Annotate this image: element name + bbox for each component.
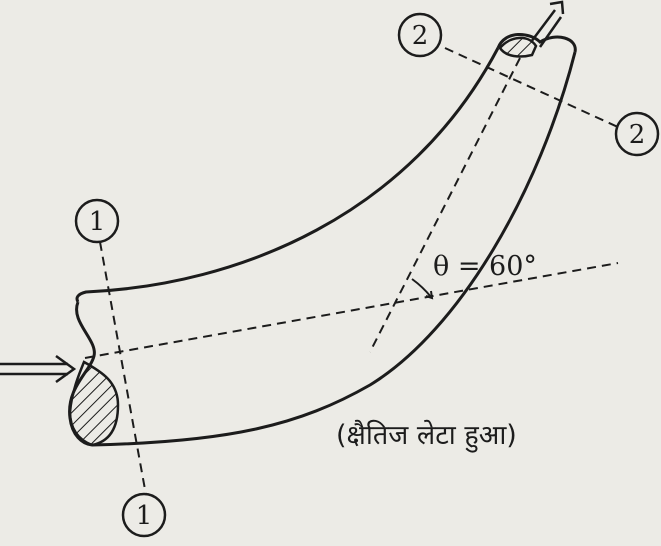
outlet-rim (496, 33, 577, 53)
angle-arc (411, 278, 432, 298)
section-marker-1-top: 1 (74, 198, 120, 244)
section-marker-2-left: 2 (397, 12, 443, 58)
pipe-bend (68, 47, 577, 447)
section-label-2-right: 2 (629, 120, 646, 150)
outlet-centerline (369, 57, 521, 353)
pipe-inner-wall (91, 51, 577, 447)
section-label-1-top: 1 (89, 207, 106, 237)
caption: (क्षैतिज लेटा हुआ) (336, 419, 517, 453)
section-label-1-bottom: 1 (136, 501, 153, 531)
inlet-flow-arrow (0, 354, 77, 384)
section-marker-2-right: 2 (614, 111, 660, 157)
section-label-2-left: 2 (412, 21, 429, 51)
outlet-cross-section (498, 36, 538, 58)
outlet-flow-arrow (530, 0, 565, 48)
angle-label: θ = 60° (433, 251, 537, 282)
section-marker-1-bottom: 1 (121, 492, 167, 538)
section-line-2 (444, 47, 621, 129)
inlet-centerline (84, 262, 619, 359)
pipe-outer-wall (75, 47, 500, 303)
section-line-1 (99, 241, 147, 496)
angle-arc-arrow (425, 290, 434, 300)
inlet-cross-section (68, 360, 120, 447)
